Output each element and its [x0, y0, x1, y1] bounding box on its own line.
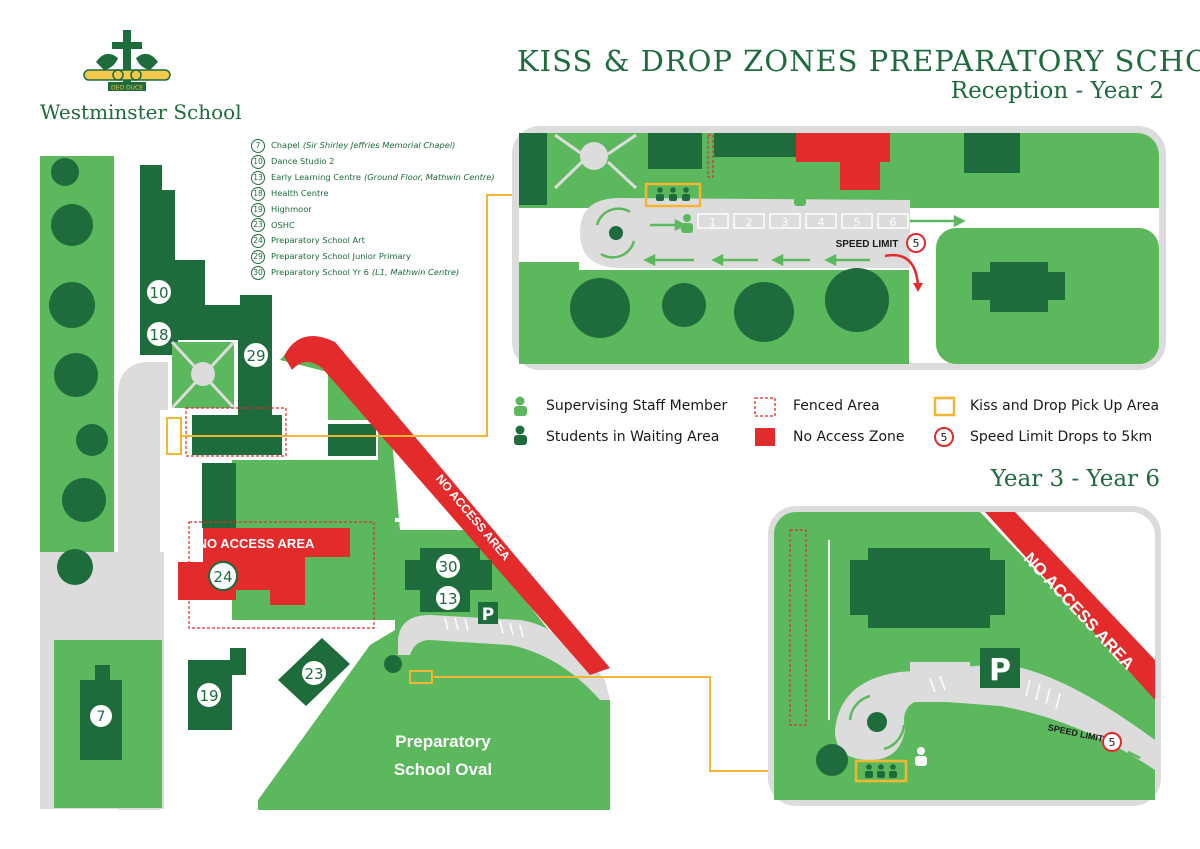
page-subtitle: Reception - Year 2 [950, 78, 1164, 104]
parking-label-prep: P [482, 605, 494, 625]
key-number: 19 [251, 202, 265, 217]
key-name: Preparatory School Junior Primary [271, 251, 411, 262]
building-23-label: 23 [304, 665, 323, 683]
legend-speed-label: Speed Limit Drops to 5km [970, 429, 1153, 445]
building-18-label: 18 [149, 326, 168, 344]
key-number: 30 [251, 266, 265, 281]
speed-limit-value-reception: 5 [913, 237, 920, 250]
key-row: 13 Early Learning Centre(Ground Floor, Ma… [251, 170, 495, 186]
key-row: 7 Chapel(Sir Shirley Jeffries Memorial Ch… [251, 138, 495, 154]
building-vertical [202, 463, 236, 528]
building-7-label: 7 [97, 709, 106, 725]
building-19-label: 19 [199, 687, 218, 705]
inset-reception-bay-numbers: 1 2 3 4 5 6 [710, 216, 897, 229]
section-year3-6-title: Year 3 - Year 6 [990, 466, 1160, 492]
parking-stripes-prep [444, 617, 524, 638]
key-note: (Sir Shirley Jeffries Memorial Chapel) [302, 140, 456, 150]
legend-no-access: No Access Zone [793, 429, 905, 445]
bay-1: 1 [710, 216, 717, 229]
key-row: 23 OSHC [251, 218, 495, 234]
legend-students-label: Students in Waiting Area [546, 429, 720, 445]
bay-4: 4 [818, 216, 825, 229]
building-30-label: 30 [438, 558, 457, 576]
key-row: 18 Health Centre [251, 186, 495, 202]
legend-staff: Supervising Staff Member [546, 398, 727, 414]
speed-limit-label-reception: SPEED LIMIT [836, 239, 899, 250]
key-name: Early Learning Centre [271, 171, 361, 182]
key-number: 29 [251, 250, 265, 265]
building-key: 7 Chapel(Sir Shirley Jeffries Memorial Ch… [251, 138, 495, 281]
key-number: 23 [251, 218, 265, 233]
legend-speed-icon-value: 5 [941, 431, 948, 444]
bay-3: 3 [782, 216, 789, 229]
key-name: Preparatory School Art [271, 235, 365, 246]
kiss-drop-box-reception [166, 417, 182, 455]
key-row: 29 Preparatory School Junior Primary [251, 249, 495, 265]
key-row: 30 Preparatory School Yr 6(L1, Mathwin Ce… [251, 265, 495, 281]
building-10-label: 10 [149, 284, 168, 302]
key-row: 10 Dance Studio 2 [251, 154, 495, 170]
trees-west [49, 158, 108, 585]
key-note: (L1, Mathwin Centre) [371, 267, 460, 278]
key-name: Preparatory School Yr 6 [271, 267, 369, 278]
legend-pickup: Kiss and Drop Pick Up Area [970, 398, 1159, 414]
logo-motto: DEO DUCE [111, 85, 143, 92]
page-title: KISS & DROP ZONES PREPARATORY SCHOOL [517, 44, 1200, 78]
building-24-label: 24 [213, 568, 232, 586]
legend-fenced: Fenced Area [793, 398, 880, 414]
legend-speed: Speed Limit Drops to 5km [970, 429, 1152, 445]
no-access-zone-diagonal [284, 335, 610, 675]
bay-2: 2 [746, 216, 753, 229]
inset-year3-6: NO ACCESS AREA P [768, 506, 1161, 806]
no-access-label-24: NO ACCESS AREA [198, 536, 315, 551]
key-number: 10 [251, 154, 265, 169]
fenced-area-2 [188, 521, 375, 629]
school-crest-logo: DEO DUCE [83, 30, 171, 92]
key-row: 24 Preparatory School Art [251, 233, 495, 249]
key-name: Highmoor [271, 203, 312, 214]
parking-sign-prep [478, 602, 498, 624]
building-29-label: 29 [246, 347, 265, 365]
key-name: OSHC [271, 219, 295, 230]
legend-icons: 5 [514, 396, 956, 447]
key-note: (Ground Floor, Mathwin Centre) [364, 171, 495, 182]
legend-fenced-label: Fenced Area [793, 398, 880, 414]
key-number: 24 [251, 234, 265, 249]
speed-limit-value-year3-6: 5 [1109, 736, 1116, 749]
parking-label-year3-6: P [989, 653, 1011, 688]
building-small-east [328, 424, 376, 456]
key-number: 18 [251, 186, 265, 201]
key-number: 7 [251, 138, 265, 153]
key-number: 13 [251, 170, 265, 185]
bay-5: 5 [854, 216, 861, 229]
tree-oval [384, 655, 402, 673]
key-name: Dance Studio 2 [271, 155, 335, 166]
key-name: Health Centre [271, 187, 329, 198]
oval-label-line1: Preparatory [395, 732, 491, 751]
logo-school-name: Westminster School [40, 100, 242, 124]
inset-reception-year2 [512, 126, 1166, 370]
key-row: 19 Highmoor [251, 202, 495, 218]
fenced-area-1 [185, 407, 287, 457]
bay-6: 6 [890, 216, 897, 229]
legend-no-access-label: No Access Zone [793, 429, 905, 445]
building-13-label: 13 [438, 590, 457, 608]
legend-pickup-label: Kiss and Drop Pick Up Area [970, 398, 1160, 414]
key-name: Chapel [271, 140, 300, 150]
legend-students: Students in Waiting Area [546, 429, 719, 445]
oval-label-line2: School Oval [394, 760, 492, 779]
legend-staff-label: Supervising Staff Member [546, 398, 728, 414]
building-30-13-mathwin [405, 548, 492, 612]
